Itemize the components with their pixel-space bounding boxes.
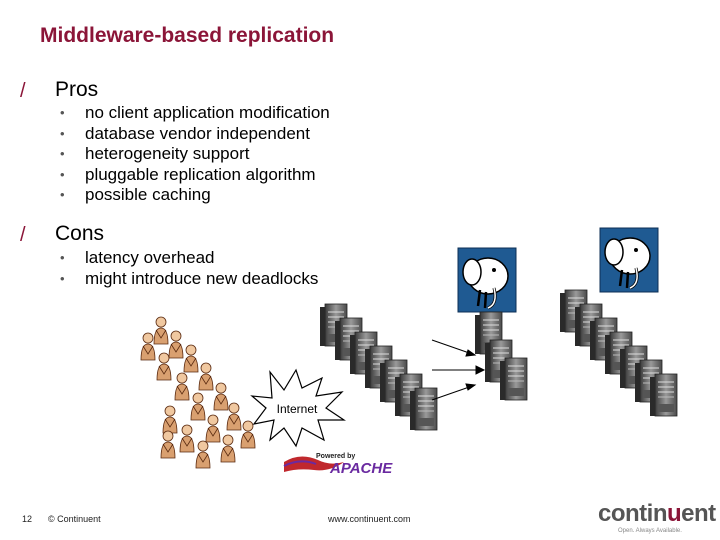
users-icon bbox=[140, 316, 256, 469]
logo-wordmark: continuent bbox=[598, 500, 716, 527]
copyright-text: © Continuent bbox=[48, 514, 101, 524]
connection-arrows bbox=[431, 339, 486, 401]
bullet-icon: • bbox=[60, 125, 65, 141]
cons-item: •latency overhead bbox=[60, 248, 215, 267]
pros-marker: / bbox=[20, 80, 26, 102]
badge-main-text: APACHE bbox=[329, 460, 393, 477]
server-stack-icon bbox=[474, 311, 528, 401]
elephant-database-icon bbox=[598, 226, 660, 294]
bullet-icon: • bbox=[60, 105, 65, 120]
badge-top-text: Powered by bbox=[316, 453, 355, 460]
footer-url[interactable]: www.continuent.com bbox=[328, 514, 411, 524]
bullet-icon: • bbox=[60, 166, 65, 182]
pros-item: •database vendor independent bbox=[60, 123, 310, 143]
cons-list: •latency overhead •might introduce new d… bbox=[60, 248, 318, 289]
apache-badge: Powered by APACHE bbox=[283, 453, 420, 477]
cons-marker: / bbox=[20, 224, 26, 246]
pros-item: •pluggable replication algorithm bbox=[60, 164, 316, 184]
page-number: 12 bbox=[22, 514, 33, 524]
pros-item: •possible caching bbox=[60, 185, 211, 204]
cons-item: •might introduce new deadlocks bbox=[60, 268, 319, 288]
cons-heading: Cons bbox=[55, 222, 105, 245]
pros-heading: Pros bbox=[55, 78, 99, 101]
elephant-database-icon bbox=[456, 246, 518, 314]
bullet-icon: • bbox=[60, 250, 65, 265]
slide-title: Middleware-based replication bbox=[40, 24, 335, 47]
server-stack-icon bbox=[559, 289, 678, 417]
pros-item: •no client application modification bbox=[60, 103, 330, 122]
bullet-icon: • bbox=[60, 270, 65, 286]
logo-tagline: Open. Always Available. bbox=[618, 528, 682, 534]
continuent-logo: continuent Open. Always Available. bbox=[598, 500, 716, 534]
pros-item: •heterogeneity support bbox=[60, 144, 250, 163]
cloud-label: Internet bbox=[277, 402, 318, 416]
bullet-icon: • bbox=[60, 187, 65, 202]
server-stack-icon bbox=[319, 303, 438, 431]
apache-feather-icon bbox=[283, 460, 317, 467]
bullet-icon: • bbox=[60, 146, 65, 161]
internet-cloud-icon: Internet bbox=[250, 368, 346, 448]
pros-list: •no client application modification •dat… bbox=[60, 103, 330, 206]
